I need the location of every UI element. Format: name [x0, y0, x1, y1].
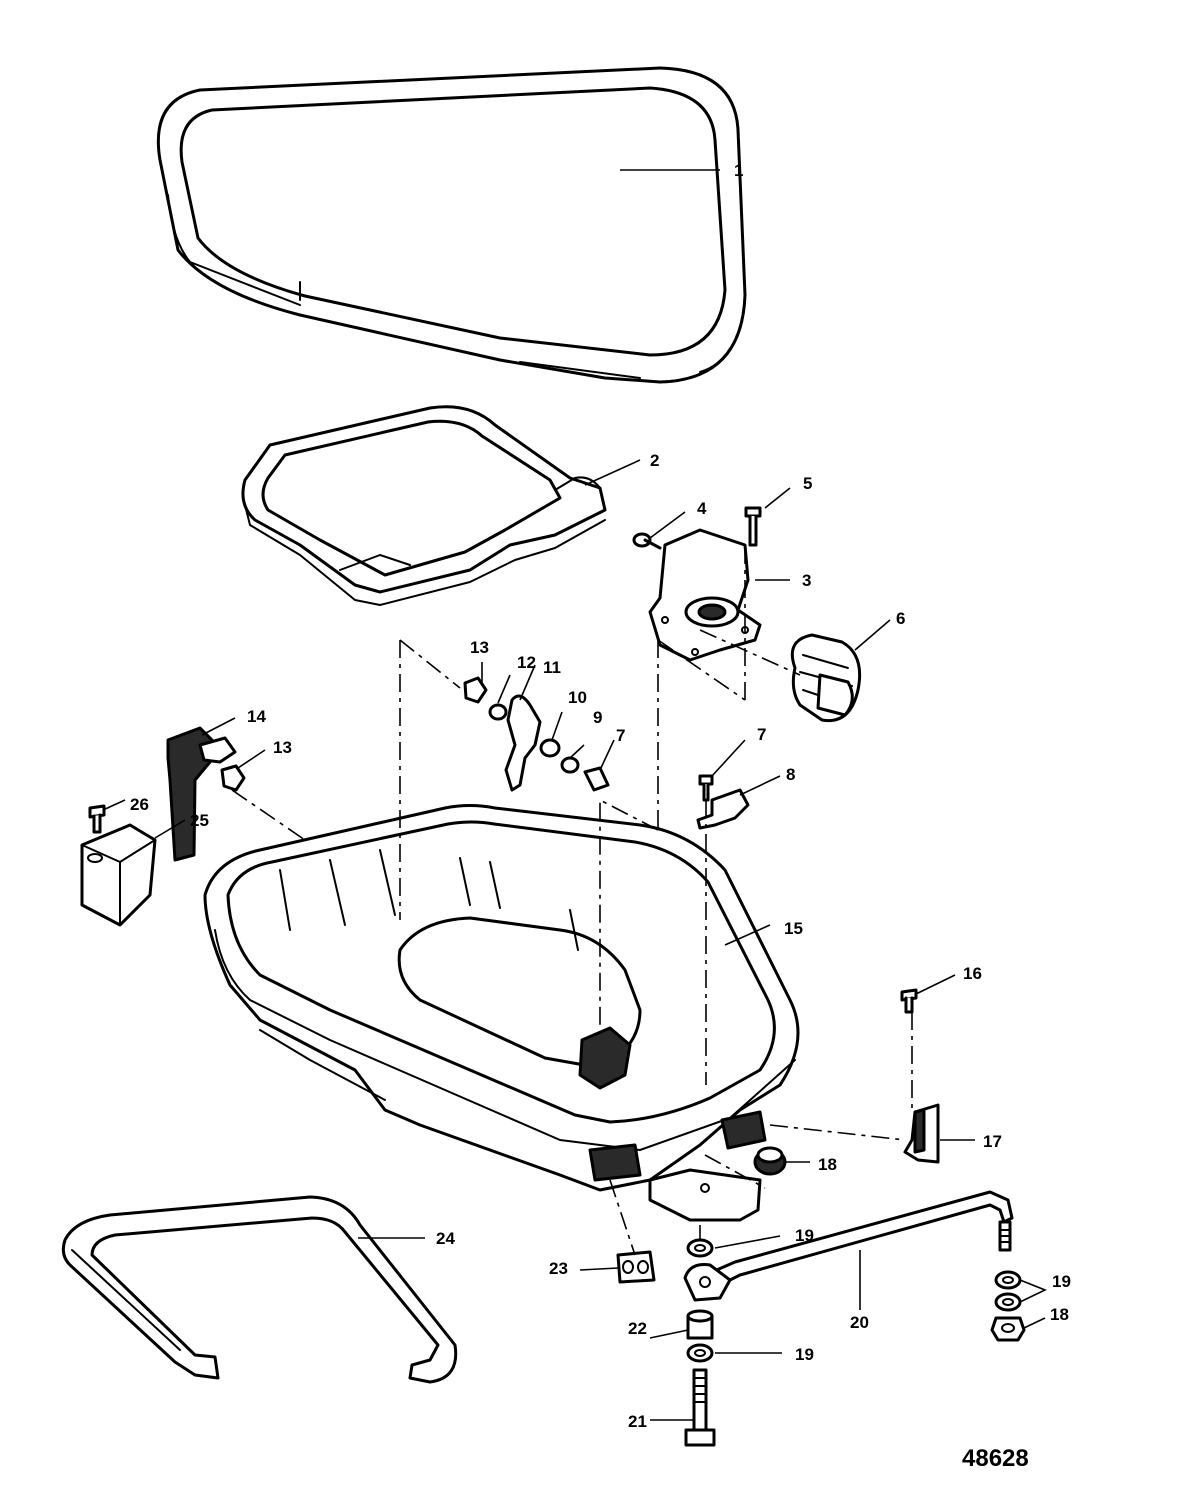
callout-1: 1	[734, 161, 743, 180]
part-23-grommet	[616, 1250, 656, 1284]
part-13-nut-upper	[463, 676, 488, 704]
part-4-rivet	[632, 532, 662, 550]
part-19-washers	[686, 1238, 1022, 1363]
callout-14: 14	[247, 707, 266, 726]
callout-19-lower: 19	[795, 1345, 814, 1364]
part-13-nut-lower	[220, 764, 246, 792]
callout-3: 3	[802, 571, 811, 590]
callout-23: 23	[549, 1259, 568, 1278]
callout-labels: 1 2 3 4 5 6 7 7 8 9 10 11 12 13 13 14 15…	[130, 161, 1071, 1431]
callout-6: 6	[896, 609, 905, 628]
callout-24: 24	[436, 1229, 455, 1248]
callout-19-right: 19	[1052, 1272, 1071, 1291]
callout-12: 12	[517, 653, 536, 672]
callout-22: 22	[628, 1319, 647, 1338]
part-14-latch-lever	[166, 726, 237, 862]
part-8-clip	[696, 788, 750, 830]
figure-number: 48628	[962, 1445, 1029, 1472]
part-15-bottom-cowl	[203, 804, 800, 1222]
callout-2: 2	[650, 451, 659, 470]
part-11-latch-plate	[504, 694, 542, 792]
part-25-cover	[80, 823, 157, 927]
callout-20: 20	[850, 1313, 869, 1332]
callout-17: 17	[983, 1132, 1002, 1151]
part-10-washer	[539, 738, 561, 758]
part-7-screw-lower	[698, 774, 714, 802]
callout-7-upper: 7	[616, 726, 625, 745]
callout-21: 21	[628, 1412, 647, 1431]
part-5-screw	[744, 506, 762, 547]
callout-8: 8	[786, 765, 795, 784]
callout-9: 9	[593, 708, 602, 727]
callout-25: 25	[190, 811, 209, 830]
part-24-hose	[61, 1195, 458, 1384]
part-6-grommet	[790, 633, 862, 723]
callout-13-upper: 13	[470, 638, 489, 657]
part-21-bolt	[684, 1368, 716, 1447]
part-16-screw	[900, 988, 918, 1014]
part-26-screw	[88, 804, 106, 834]
callout-18-upper: 18	[818, 1155, 837, 1174]
callout-19-upper: 19	[795, 1226, 814, 1245]
part-20-rod	[683, 1190, 1014, 1302]
alignment-lines	[231, 540, 913, 1256]
part-9-nut	[560, 756, 580, 774]
part-18-nut-lower	[990, 1316, 1026, 1342]
callout-11: 11	[543, 658, 561, 677]
part-22-spacer	[686, 1309, 714, 1340]
latch-hardware	[463, 676, 610, 792]
part-3-bracket-plate	[648, 528, 762, 662]
callout-4: 4	[697, 499, 707, 518]
part-12-washer	[488, 703, 508, 721]
callout-18-lower: 18	[1050, 1305, 1069, 1324]
callout-15: 15	[784, 919, 803, 938]
part-2-adaptor-plate	[241, 405, 607, 606]
leader-lines	[102, 169, 1047, 1421]
part-18-nut-upper	[753, 1146, 787, 1176]
callout-16: 16	[963, 964, 982, 983]
part-1-top-seal	[156, 66, 747, 384]
callout-10: 10	[568, 688, 587, 707]
callout-7-lower: 7	[757, 725, 766, 744]
callout-5: 5	[803, 474, 812, 493]
callout-13-lower: 13	[273, 738, 292, 757]
callout-26: 26	[130, 795, 149, 814]
part-17-bracket	[903, 1103, 940, 1164]
part-7-screw-upper	[583, 766, 610, 792]
